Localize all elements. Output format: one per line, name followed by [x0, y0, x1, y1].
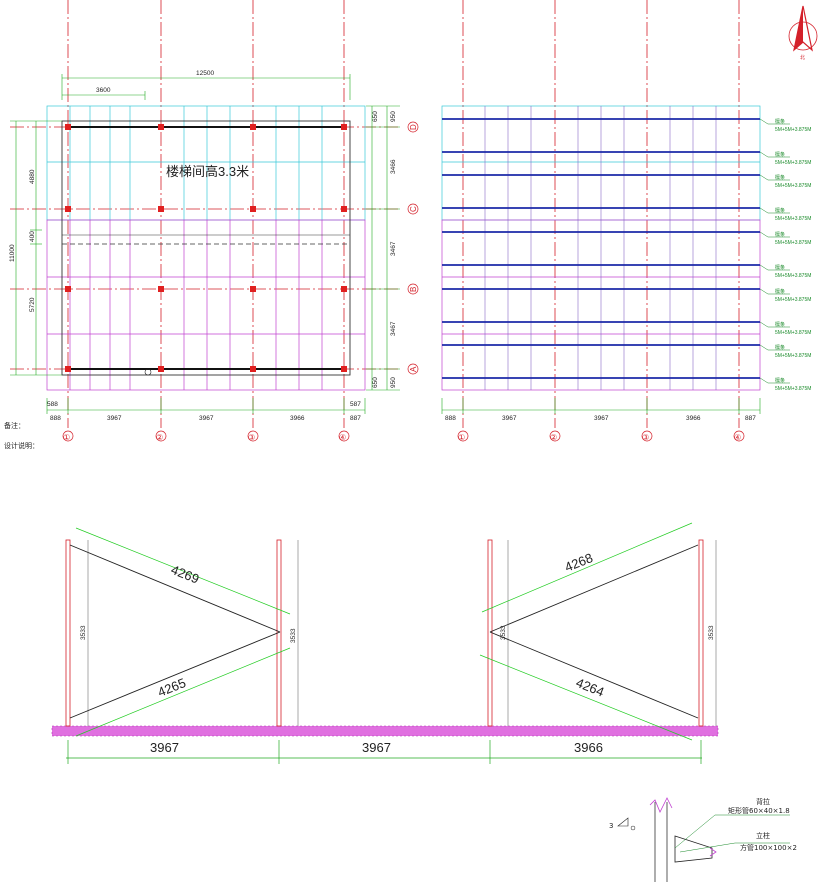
- purlin-spec: 5M+5M+3.875M: [775, 183, 811, 189]
- north-arrow-icon: 北: [788, 5, 818, 61]
- left-dim-1: 4880: [29, 169, 36, 184]
- bay-dim-3: 3967: [199, 415, 214, 422]
- purlin-title: 檩条: [775, 174, 785, 181]
- height-dim-3: 3533: [500, 625, 507, 640]
- col-label-2: ②: [156, 433, 163, 442]
- height-dim-4: 3533: [708, 625, 715, 640]
- purlin-col-label-2: ②: [550, 433, 557, 442]
- roof-plan: 楼梯间高3.3米 12500 3600 11000 4880 400 5720: [4, 0, 419, 450]
- purlin-title: 檩条: [775, 118, 785, 125]
- column-spec: 方管100×100×2: [740, 843, 797, 852]
- bay-dim-4: 3966: [290, 415, 305, 422]
- elevation-view: 4269 4265 4268 4264 3533 3533 3533 3533 …: [51, 522, 719, 764]
- left-dim-3: 5720: [29, 297, 36, 312]
- purlin-title: 檩条: [775, 377, 785, 384]
- brace-title: 背拉: [756, 797, 770, 806]
- col-label-4: ④: [339, 433, 346, 442]
- row-label-b: B: [409, 287, 418, 292]
- connection-detail: 背拉 矩形管60×40×1.8 立柱 方管100×100×2 3: [609, 797, 797, 882]
- weld-size: 3: [609, 822, 613, 830]
- purlin-spec: 5M+5M+3.875M: [775, 216, 811, 222]
- bay-dim-2: 3967: [107, 415, 122, 422]
- svg-text:北: 北: [800, 54, 805, 61]
- purlin-spec: 5M+5M+3.875M: [775, 240, 811, 246]
- remark-label: 备注：: [4, 421, 25, 430]
- right-dim-3: 3467: [390, 241, 397, 256]
- purlin-col-label-3: ③: [642, 433, 649, 442]
- bottom-small-right-dim: 587: [350, 401, 361, 408]
- design-note-label: 设计说明：: [4, 441, 39, 450]
- bay-dim-5: 887: [350, 415, 361, 422]
- purlin-spec: 5M+5M+3.875M: [775, 353, 811, 359]
- col-label-3: ③: [248, 433, 255, 442]
- bay-dim-1: 888: [50, 415, 61, 422]
- purlin-spec: 5M+5M+3.875M: [775, 273, 811, 279]
- purlin-bay-dim-5: 887: [745, 415, 756, 422]
- purlin-bay-dim-4: 3966: [686, 415, 701, 422]
- purlin-title: 檩条: [775, 231, 785, 238]
- stair-height-note: 楼梯间高3.3米: [166, 164, 249, 179]
- sub-width-dim: 3600: [96, 87, 111, 94]
- purlin-bay-dim-3: 3967: [594, 415, 609, 422]
- column-title: 立柱: [756, 831, 770, 840]
- bottom-small-left-dim: 588: [47, 401, 58, 408]
- purlin-plan: 檩条 5M+5M+3.875M 檩条 5M+5M+3.875M 檩条 5M+5M…: [441, 0, 811, 442]
- brace-spec: 矩形管60×40×1.8: [728, 806, 790, 815]
- purlin-spec: 5M+5M+3.875M: [775, 386, 811, 392]
- overall-width-dim: 12500: [196, 70, 214, 77]
- right-dim-4: 3467: [390, 321, 397, 336]
- left-dim-2: 400: [29, 231, 36, 242]
- right-small-top-dim: 650: [372, 111, 379, 122]
- col-label-1: ①: [63, 433, 70, 442]
- row-label-c: C: [409, 206, 418, 212]
- purlin-title: 檩条: [775, 151, 785, 158]
- right-small-bottom-dim-b: 950: [390, 377, 397, 388]
- row-label-d: D: [409, 124, 418, 130]
- row-label-a: A: [409, 366, 418, 372]
- brace-dim-left-bottom: 4265: [156, 675, 188, 700]
- purlin-title: 檩条: [775, 321, 785, 328]
- purlin-spec: 5M+5M+3.875M: [775, 330, 811, 336]
- purlin-title: 檩条: [775, 207, 785, 214]
- elev-bay-dim-2: 3967: [362, 740, 391, 755]
- height-dim-2: 3533: [290, 628, 297, 643]
- purlin-title: 檩条: [775, 344, 785, 351]
- purlin-col-label-4: ④: [734, 433, 741, 442]
- brace-dim-right-bottom: 4264: [574, 675, 606, 700]
- right-dim-1: 950: [390, 111, 397, 122]
- elev-bay-dim-3: 3966: [574, 740, 603, 755]
- purlin-spec: 5M+5M+3.875M: [775, 297, 811, 303]
- purlin-spec: 5M+5M+3.875M: [775, 160, 811, 166]
- purlin-bay-dim-2: 3967: [502, 415, 517, 422]
- right-small-bottom-dim: 650: [372, 377, 379, 388]
- purlin-title: 檩条: [775, 288, 785, 295]
- right-dim-2: 3466: [390, 159, 397, 174]
- left-total-dim: 11000: [9, 244, 16, 262]
- brace-dim-left-top: 4269: [169, 562, 201, 587]
- purlin-spec: 5M+5M+3.875M: [775, 127, 811, 133]
- elev-bay-dim-1: 3967: [150, 740, 179, 755]
- purlin-bay-dim-1: 888: [445, 415, 456, 422]
- height-dim-1: 3533: [80, 625, 87, 640]
- purlin-title: 檩条: [775, 264, 785, 271]
- purlin-col-label-1: ①: [458, 433, 465, 442]
